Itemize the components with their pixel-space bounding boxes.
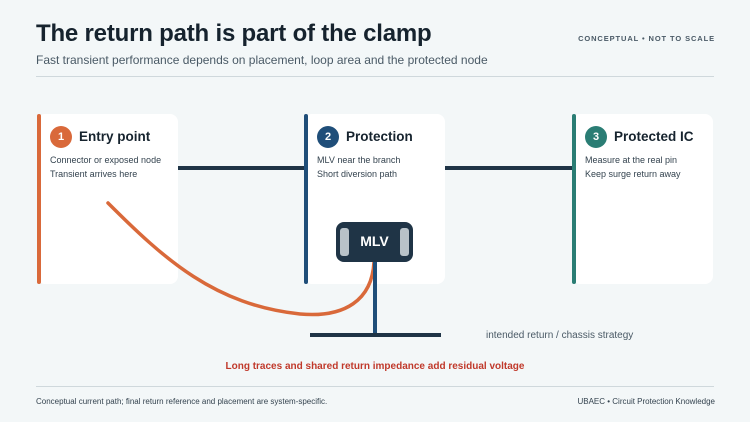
stage-title: Entry point bbox=[79, 129, 151, 144]
stage-description-line: Short diversion path bbox=[317, 169, 398, 179]
page-title: The return path is part of the clamp bbox=[36, 20, 432, 47]
mlv-component: MLV bbox=[336, 222, 413, 262]
stage-description-line: Keep surge return away bbox=[585, 169, 681, 179]
header-divider bbox=[36, 76, 714, 77]
stage-number-badge: 2 bbox=[317, 126, 339, 148]
page-subtitle: Fast transient performance depends on pl… bbox=[36, 53, 488, 67]
scale-note: CONCEPTUAL • NOT TO SCALE bbox=[578, 34, 715, 43]
wire-entry-to-protection bbox=[178, 166, 305, 170]
stage-title: Protection bbox=[346, 129, 413, 144]
stage-number-badge: 1 bbox=[50, 126, 72, 148]
stage-accent-bar bbox=[37, 114, 41, 284]
stage-description-line: MLV near the branch bbox=[317, 155, 401, 165]
mlv-label: MLV bbox=[360, 233, 389, 249]
stage-card-protected-ic: 3 Protected IC Measure at the real pin K… bbox=[572, 114, 713, 284]
footer-divider bbox=[36, 386, 714, 387]
mlv-terminal-right bbox=[400, 228, 409, 256]
footer-credit: UBAEC • Circuit Protection Knowledge bbox=[577, 397, 715, 406]
stage-accent-bar bbox=[572, 114, 576, 284]
stage-accent-bar bbox=[304, 114, 308, 284]
stage-description-line: Connector or exposed node bbox=[50, 155, 162, 165]
mlv-terminal-left bbox=[340, 228, 349, 256]
warning-note: Long traces and shared return impedance … bbox=[225, 361, 525, 372]
stage-number-badge: 3 bbox=[585, 126, 607, 148]
stage-card-entry: 1 Entry point Connector or exposed node … bbox=[37, 114, 178, 284]
ground-label: intended return / chassis strategy bbox=[486, 330, 634, 341]
footer-note: Conceptual current path; final return re… bbox=[36, 397, 328, 406]
surge-return-path bbox=[106, 201, 376, 317]
stage-description-line: Measure at the real pin bbox=[585, 155, 678, 165]
stage-description-line: Transient arrives here bbox=[50, 169, 138, 179]
wire-protection-to-ic bbox=[445, 166, 572, 170]
stage-title: Protected IC bbox=[614, 129, 694, 144]
